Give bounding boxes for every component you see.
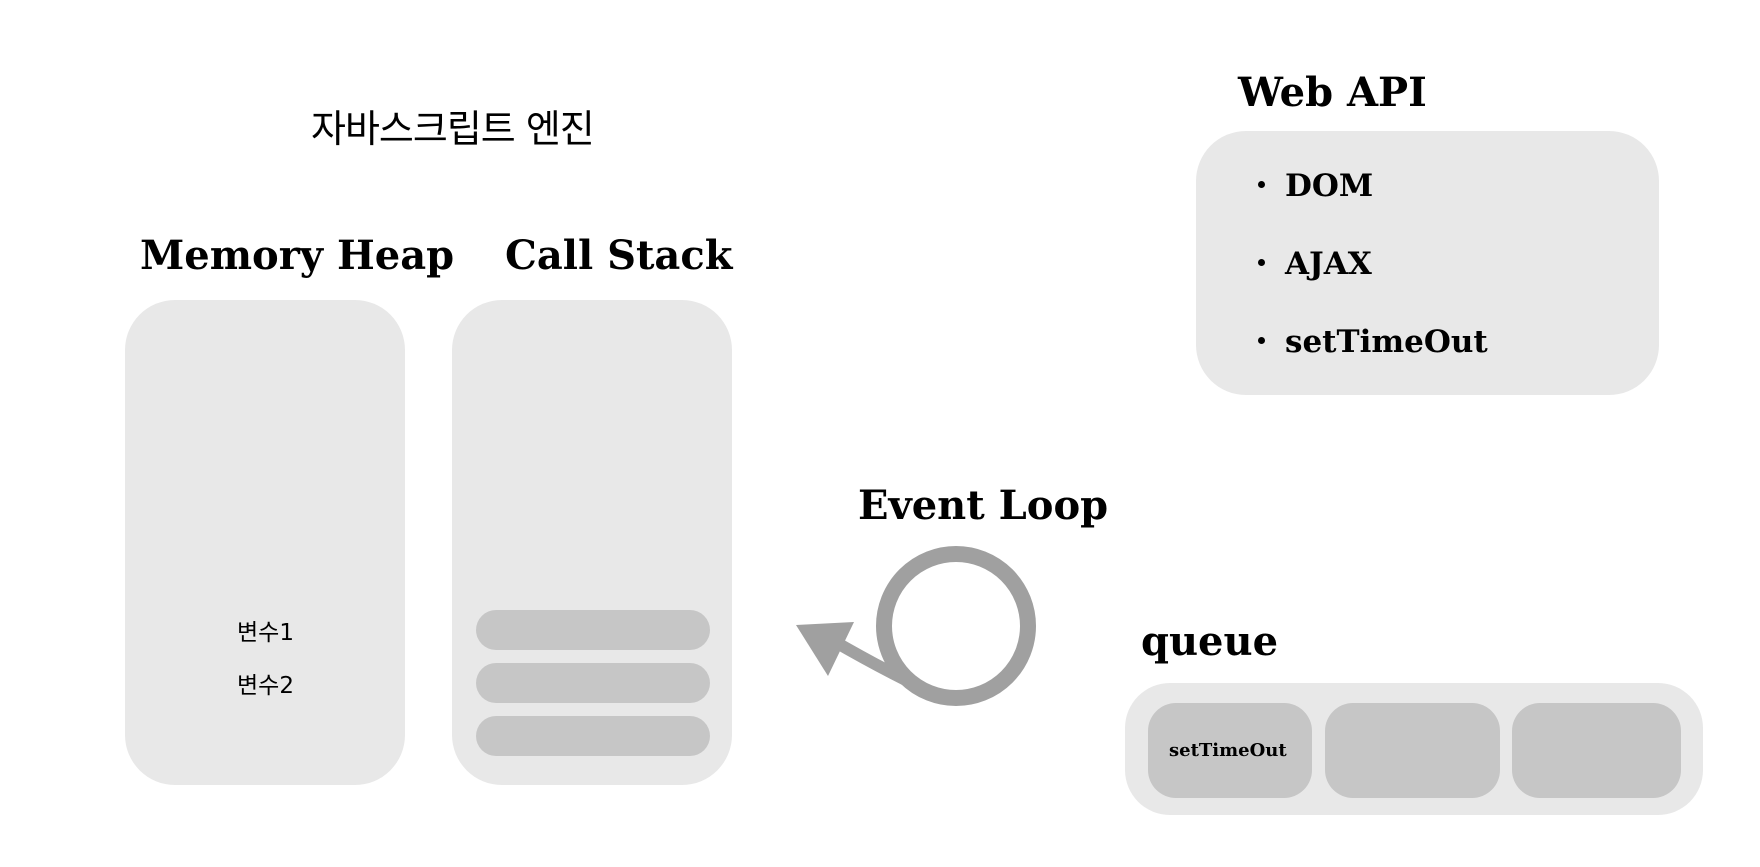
memory-heap-title: Memory Heap: [140, 232, 455, 279]
queue-slot: [1325, 703, 1500, 798]
heap-variable-2: 변수2: [237, 673, 294, 699]
queue-slot: [1512, 703, 1681, 798]
event-loop-title: Event Loop: [858, 482, 1109, 529]
queue-slot: setTimeOut: [1148, 703, 1312, 798]
call-stack-title: Call Stack: [505, 232, 733, 279]
bullet-icon: [1258, 259, 1265, 266]
web-api-title: Web API: [1238, 69, 1427, 116]
web-api-item-dom: DOM: [1258, 171, 1373, 202]
memory-heap-panel: 변수1 변수2: [125, 300, 405, 785]
queue-panel: setTimeOut: [1125, 683, 1703, 815]
call-stack-panel: [452, 300, 732, 785]
call-stack-slot: [476, 663, 710, 703]
web-api-panel: DOM AJAX setTimeOut: [1196, 131, 1659, 395]
web-api-list: DOM AJAX setTimeOut: [1258, 131, 1638, 395]
call-stack-slot: [476, 610, 710, 650]
web-api-item-settimeout: setTimeOut: [1258, 327, 1488, 358]
web-api-item-ajax: AJAX: [1258, 249, 1372, 280]
queue-title: queue: [1141, 618, 1279, 665]
queue-item-label: setTimeOut: [1169, 740, 1287, 761]
heap-variable-1: 변수1: [237, 620, 294, 646]
engine-title: 자바스크립트 엔진: [311, 107, 595, 151]
call-stack-slot: [476, 716, 710, 756]
bullet-icon: [1258, 337, 1265, 344]
bullet-icon: [1258, 181, 1265, 188]
event-loop-icon: [796, 546, 1036, 706]
